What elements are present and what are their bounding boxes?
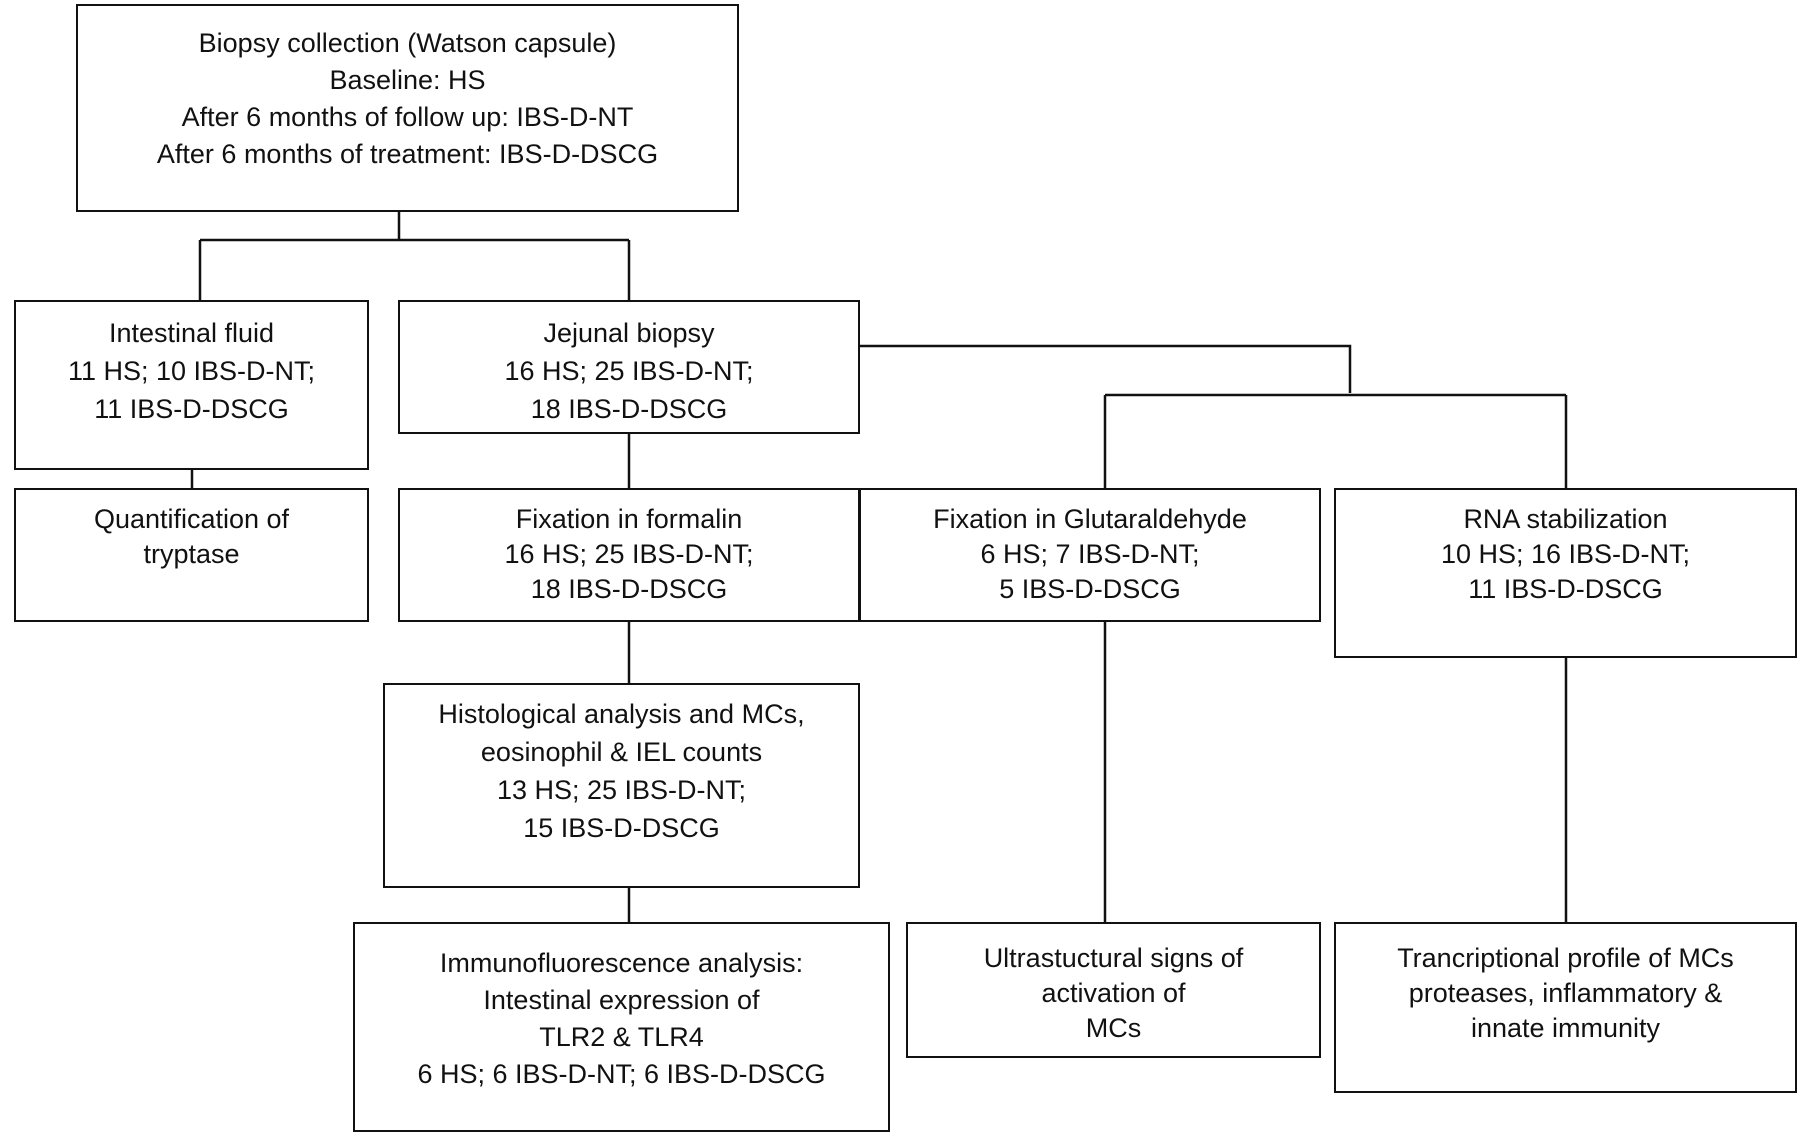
fixation-glutaraldehyde-counts-1: 6 HS; 7 IBS-D-NT;	[980, 539, 1200, 569]
intestinal-fluid-counts-1: 11 HS; 10 IBS-D-NT;	[67, 356, 316, 386]
fixation-glutaraldehyde-counts-2: 5 IBS-D-DSCG	[999, 574, 1181, 604]
fixation-formalin-title: Fixation in formalin	[515, 504, 743, 534]
biopsy-collection-baseline: Baseline: HS	[329, 65, 486, 95]
transcriptional-profile-line-2: proteases, inflammatory &	[1408, 978, 1723, 1008]
jejunal-biopsy-counts-1: 16 HS; 25 IBS-D-NT;	[504, 356, 754, 386]
fixation-formalin-box: Fixation in formalin 16 HS; 25 IBS-D-NT;…	[398, 488, 860, 622]
jejunal-biopsy-title: Jejunal biopsy	[543, 318, 715, 348]
biopsy-collection-box: Biopsy collection (Watson capsule) Basel…	[76, 4, 739, 212]
jejunal-biopsy-box: Jejunal biopsy 16 HS; 25 IBS-D-NT; 18 IB…	[398, 300, 860, 434]
ultrastructural-signs-line-1: Ultrastuctural signs of	[983, 943, 1244, 973]
immunofluorescence-analysis-box: Immunofluorescence analysis: Intestinal …	[353, 922, 890, 1132]
rna-stabilization-counts-1: 10 HS; 16 IBS-D-NT;	[1440, 539, 1691, 569]
biopsy-collection-title: Biopsy collection (Watson capsule)	[198, 28, 617, 58]
fixation-glutaraldehyde-title: Fixation in Glutaraldehyde	[933, 504, 1247, 534]
ultrastructural-signs-line-3: MCs	[1085, 1013, 1142, 1043]
connector-collection-to-branches	[198, 186, 631, 302]
immunofluorescence-analysis-line-2: Intestinal expression of	[483, 985, 760, 1015]
intestinal-fluid-box: Intestinal fluid 11 HS; 10 IBS-D-NT; 11 …	[14, 300, 369, 470]
histological-analysis-line-1: Histological analysis and MCs,	[438, 699, 805, 729]
fixation-formalin-counts-2: 18 IBS-D-DSCG	[530, 574, 728, 604]
histological-analysis-line-2: eosinophil & IEL counts	[480, 737, 763, 767]
transcriptional-profile-box: Trancriptional profile of MCs proteases,…	[1334, 922, 1797, 1093]
transcriptional-profile-line-1: Trancriptional profile of MCs	[1397, 943, 1734, 973]
ultrastructural-signs-line-2: activation of	[1041, 978, 1186, 1008]
ultrastructural-signs-box: Ultrastuctural signs of activation of MC…	[906, 922, 1321, 1058]
quantification-tryptase-line-2: tryptase	[143, 539, 240, 569]
histological-analysis-counts-1: 13 HS; 25 IBS-D-NT;	[496, 775, 747, 805]
rna-stabilization-box: RNA stabilization 10 HS; 16 IBS-D-NT; 11…	[1334, 488, 1797, 658]
transcriptional-profile-line-3: innate immunity	[1470, 1013, 1661, 1043]
biopsy-collection-follow-up: After 6 months of follow up: IBS-D-NT	[181, 102, 634, 132]
quantification-tryptase-line-1: Quantification of	[93, 504, 290, 534]
rna-stabilization-counts-2: 11 IBS-D-DSCG	[1468, 574, 1663, 604]
fixation-glutaraldehyde-box: Fixation in Glutaraldehyde 6 HS; 7 IBS-D…	[859, 488, 1321, 622]
intestinal-fluid-title: Intestinal fluid	[108, 318, 275, 348]
histological-analysis-counts-2: 15 IBS-D-DSCG	[523, 813, 720, 843]
immunofluorescence-analysis-line-3: TLR2 & TLR4	[539, 1022, 704, 1052]
rna-stabilization-title: RNA stabilization	[1463, 504, 1668, 534]
jejunal-biopsy-counts-2: 18 IBS-D-DSCG	[530, 394, 728, 424]
biopsy-collection-treatment: After 6 months of treatment: IBS-D-DSCG	[156, 139, 659, 169]
fixation-formalin-counts-1: 16 HS; 25 IBS-D-NT;	[504, 539, 754, 569]
histological-analysis-box: Histological analysis and MCs, eosinophi…	[383, 683, 860, 888]
immunofluorescence-analysis-line-1: Immunofluorescence analysis:	[439, 948, 804, 978]
immunofluorescence-analysis-counts: 6 HS; 6 IBS-D-NT; 6 IBS-D-DSCG	[417, 1059, 826, 1089]
quantification-tryptase-box: Quantification of tryptase	[14, 488, 369, 622]
intestinal-fluid-counts-2: 11 IBS-D-DSCG	[94, 394, 289, 424]
connector-biopsy-to-right-branch	[860, 344, 1568, 488]
